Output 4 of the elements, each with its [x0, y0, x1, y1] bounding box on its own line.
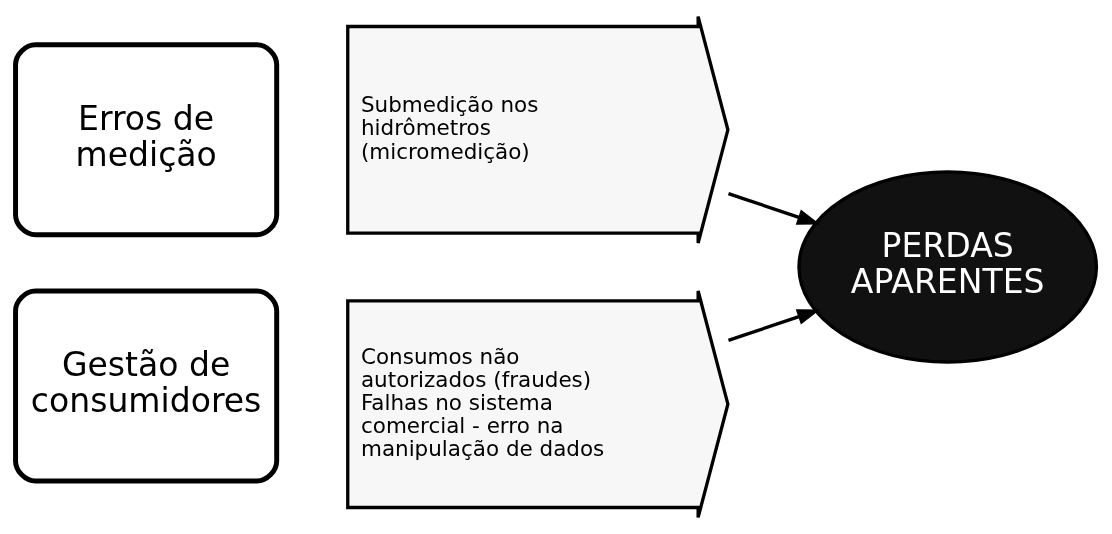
arrow — [727, 192, 821, 225]
node-box: Erros de medição — [13, 42, 280, 238]
node-box: Gestão de consumidores — [13, 288, 280, 484]
arrow — [727, 309, 821, 342]
